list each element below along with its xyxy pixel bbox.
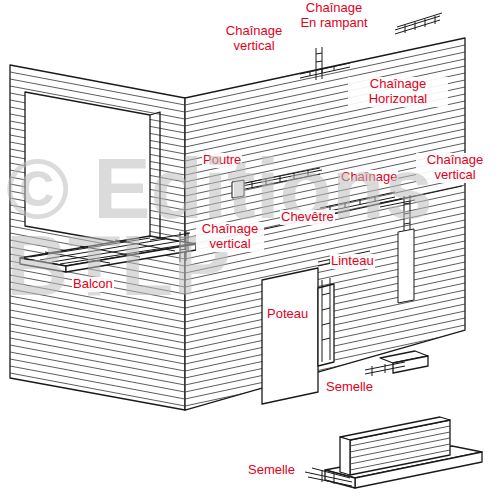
- block-course: [10, 338, 185, 371]
- block-course: [10, 310, 185, 343]
- footing-rebar: [305, 468, 352, 486]
- part-label: Chaînage Horizontal: [348, 77, 448, 107]
- block-course: [10, 345, 185, 378]
- block-course: [10, 303, 185, 336]
- block-course: [350, 450, 450, 470]
- door-opening: [262, 268, 318, 404]
- part-label: Chaînage vertical: [220, 24, 288, 54]
- block-course: [350, 444, 450, 464]
- part-label: Chevêtre: [280, 210, 335, 225]
- part-label: Chaînage En rampant: [296, 1, 372, 31]
- column: [318, 284, 334, 366]
- block-course: [10, 331, 185, 364]
- block-course: [10, 317, 185, 350]
- part-label: Semelle: [247, 463, 296, 478]
- wall-top: [340, 417, 450, 440]
- block-course: [10, 373, 185, 406]
- block-course: [10, 359, 185, 392]
- block-course: [10, 324, 185, 357]
- footing-face: [393, 356, 428, 373]
- wall-end: [340, 437, 350, 475]
- part-label: Semelle: [325, 380, 374, 395]
- part-label: Poteau: [266, 307, 309, 322]
- block-course: [350, 456, 450, 476]
- part-label: Chaînage vertical: [196, 222, 264, 252]
- block-course: [350, 432, 450, 452]
- part-label: Linteau: [330, 254, 375, 269]
- block-course: [10, 352, 185, 385]
- block-course: [350, 438, 450, 458]
- block-course: [350, 426, 450, 446]
- part-label: Balcon: [72, 277, 114, 292]
- block-course: [10, 366, 185, 399]
